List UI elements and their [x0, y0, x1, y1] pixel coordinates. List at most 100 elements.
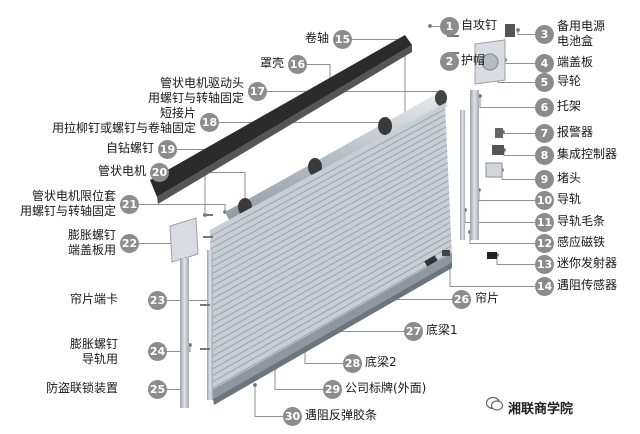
- battery-box: [505, 24, 515, 37]
- mini-transmitter: [487, 252, 497, 259]
- slat-line: [210, 174, 449, 307]
- slat-line: [210, 150, 448, 282]
- callout-badge-5: 5: [535, 73, 554, 92]
- leader-line-23: [167, 295, 213, 301]
- slat-line: [210, 197, 450, 332]
- leader-line-4: [504, 60, 535, 64]
- obstacle-sensor: [442, 250, 450, 256]
- leader-line-22: [139, 238, 173, 244]
- slat-line: [209, 114, 446, 244]
- leader-line-3: [517, 30, 535, 35]
- slat-line: [210, 191, 450, 326]
- leader-line-16: [307, 64, 331, 80]
- controller-unit: [492, 145, 504, 155]
- left-guide-rail: [180, 258, 189, 408]
- wechat-icon: [486, 396, 504, 411]
- callout-label-25: 防盗联锁装置: [45, 381, 118, 395]
- callout-badge-25: 25: [148, 380, 167, 399]
- slat-line: [210, 162, 448, 294]
- callout-badge-7: 7: [535, 124, 554, 143]
- callout-badge-16: 16: [288, 55, 307, 74]
- axis-ring-1: [378, 117, 392, 135]
- callout-badge-15: 15: [333, 30, 352, 49]
- leader-line-9: [501, 170, 535, 180]
- left-end-plate: [169, 217, 199, 263]
- callout-label-24: 膨胀螺钉导轨用: [69, 337, 118, 366]
- callout-label-9: 堵头: [557, 171, 582, 185]
- slat-line: [211, 203, 450, 339]
- callout-badge-22: 22: [120, 234, 139, 253]
- leader-dot-30: [253, 383, 257, 387]
- callout-label-17: 管状电机驱动头用螺钉与转轴固定: [147, 76, 244, 105]
- leader-line-10: [478, 190, 535, 201]
- callout-label-7: 报警器: [557, 125, 594, 139]
- slat-line: [211, 209, 451, 345]
- slat-line: [210, 144, 448, 275]
- bottom-beam-2: [213, 262, 452, 405]
- callout-label-2: 护帽: [461, 53, 486, 67]
- callout-label-11: 导轨毛条: [557, 214, 606, 228]
- slat-line: [211, 233, 452, 371]
- callout-label-27: 底梁1: [426, 323, 458, 337]
- slat-line: [210, 168, 449, 301]
- leader-line-6: [479, 96, 535, 108]
- callout-badge-17: 17: [248, 82, 267, 101]
- slat-line: [210, 156, 448, 288]
- slat-line: [210, 180, 449, 313]
- callout-label-8: 集成控制器: [557, 147, 618, 161]
- callout-label-26: 帘片: [475, 291, 500, 305]
- slat-line: [210, 186, 450, 320]
- callout-label-28: 底梁2: [365, 355, 397, 369]
- leader-line-7: [502, 132, 535, 134]
- callout-badge-19: 19: [158, 140, 177, 159]
- callout-label-23: 帘片端卡: [69, 292, 118, 306]
- callout-label-4: 端盖板: [557, 55, 594, 69]
- callout-label-12: 感应磁铁: [557, 235, 606, 249]
- leader-line-21: [139, 204, 226, 212]
- slat-line: [210, 132, 447, 263]
- hood-cover: [150, 35, 412, 197]
- bottom-beam-1: [212, 253, 452, 399]
- leader-dot-3: [516, 28, 520, 32]
- end-plug: [485, 162, 503, 178]
- callout-badge-10: 10: [535, 191, 554, 210]
- callout-label-14: 遇阻传感器: [557, 278, 618, 292]
- callout-badge-28: 28: [343, 354, 362, 373]
- slat-curtain: [210, 103, 452, 395]
- leader-line-29: [274, 368, 323, 390]
- slat-line: [210, 126, 447, 256]
- callout-badge-3: 3: [535, 25, 554, 44]
- alarm-unit: [495, 128, 503, 138]
- callout-badge-20: 20: [150, 163, 169, 182]
- callout-badge-27: 27: [404, 322, 423, 341]
- slat-line: [211, 239, 452, 377]
- slat-lines: [209, 108, 452, 390]
- company-plate: [424, 255, 438, 267]
- callout-badge-23: 23: [148, 291, 167, 310]
- leader-line-24: [167, 345, 191, 352]
- callout-badge-18: 18: [200, 113, 219, 132]
- right-guide-rail: [470, 90, 479, 240]
- callout-badge-24: 24: [148, 342, 167, 361]
- leader-line-12: [469, 232, 535, 244]
- callout-label-15: 卷轴: [304, 31, 329, 45]
- leader-line-30: [254, 385, 283, 417]
- callout-badge-4: 4: [535, 54, 554, 73]
- callout-label-1: 自攻钉: [461, 18, 498, 32]
- callout-label-29: 公司标牌(外面): [345, 381, 427, 395]
- hood-edge: [157, 45, 412, 204]
- callout-label-22: 膨胀螺钉端盖板用: [67, 228, 116, 257]
- callout-badge-29: 29: [323, 380, 342, 399]
- callout-badge-14: 14: [535, 277, 554, 296]
- callout-label-16: 罩壳: [259, 56, 284, 70]
- callout-badge-13: 13: [535, 255, 554, 274]
- slat-line: [209, 108, 446, 237]
- slat-line: [211, 215, 451, 352]
- callout-label-30: 遇阻反弹胶条: [305, 408, 378, 422]
- callout-badge-2: 2: [440, 52, 459, 71]
- leader-line-14: [449, 255, 535, 287]
- callout-label-3: 备用电源电池盒: [557, 19, 606, 48]
- callout-badge-11: 11: [535, 213, 554, 232]
